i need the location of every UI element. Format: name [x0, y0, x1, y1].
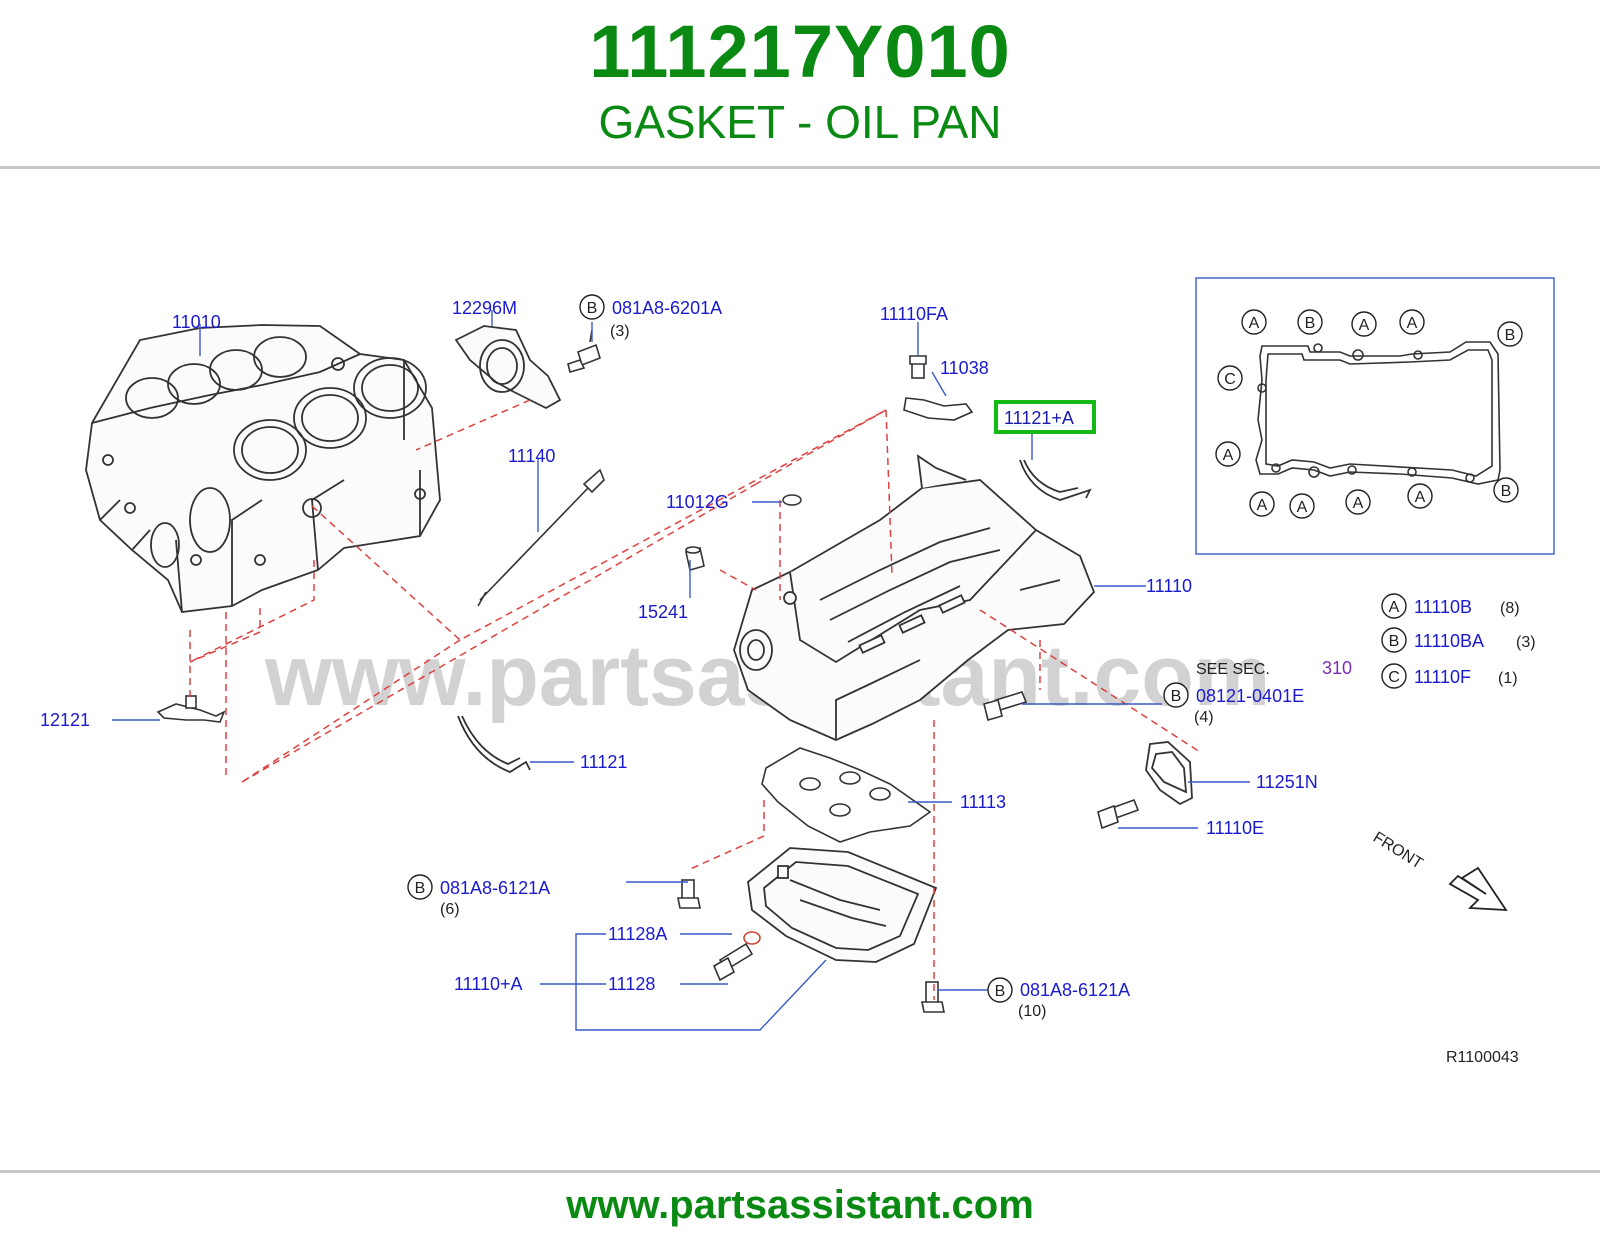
inset-markers: A B A A B C A A A A A B	[1215, 309, 1523, 519]
bolt-08121-0401E-illustration	[983, 691, 1028, 721]
front-label: FRONT	[1370, 829, 1426, 873]
cover-11251N-illustration	[1145, 741, 1193, 806]
gasket-11113-illustration	[761, 747, 932, 843]
marker-b-text: B	[587, 300, 598, 317]
label-12121[interactable]: 12121	[40, 710, 90, 730]
legend-part[interactable]: 11110BA	[1414, 631, 1484, 651]
bolt-11110E-illustration	[1097, 798, 1140, 830]
qty-081A8-6201A: (3)	[610, 323, 630, 340]
inset-marker-b: B	[1505, 327, 1516, 344]
label-11251N[interactable]: 11251N	[1256, 772, 1318, 792]
bolt-081A8-6121A-bottom-illustration	[921, 981, 945, 1013]
label-081A8-6121A[interactable]: 081A8-6121A	[440, 878, 550, 898]
inset-marker-c: C	[1224, 371, 1236, 388]
inset-marker-b: B	[1305, 315, 1316, 332]
plug-11012G-illustration	[782, 494, 802, 506]
inset-marker-a: A	[1359, 317, 1370, 334]
bolt-081A8-6201A-illustration	[567, 329, 601, 373]
dowel-15241-illustration	[685, 546, 705, 572]
label-11110A[interactable]: 11110+A	[454, 974, 523, 994]
inset-marker-a: A	[1249, 315, 1260, 332]
highlight-box	[994, 400, 1096, 434]
inset-marker-a: A	[1407, 315, 1418, 332]
label-11110[interactable]: 11110	[1146, 576, 1192, 596]
label-081A8-6121A[interactable]: 081A8-6121A	[1020, 980, 1130, 1000]
front-arrow-icon	[1448, 866, 1508, 911]
qty-08121-0401E: (4)	[1194, 709, 1214, 726]
inset-marker-a: A	[1353, 495, 1364, 512]
label-08121-0401E[interactable]: 08121-0401E	[1196, 686, 1304, 706]
marker-b-circle	[987, 977, 1013, 1003]
header-divider	[0, 166, 1600, 169]
legend-qty: (1)	[1498, 670, 1518, 687]
legend: A 11110B (8) B 11110BA (3) C 11110F (1)	[1381, 593, 1536, 689]
label-11140[interactable]: 11140	[508, 446, 555, 466]
leader-lines	[112, 310, 1250, 1031]
inset-gasket-outline	[1255, 341, 1501, 485]
label-11113[interactable]: 11113	[960, 792, 1006, 812]
label-15241[interactable]: 15241	[638, 602, 688, 622]
part-number-title: 111217Y010	[589, 10, 1011, 93]
diagram-code: R1100043	[1446, 1049, 1519, 1066]
qty-081A8-6121A: (10)	[1018, 1003, 1046, 1020]
marker-b-text: B	[995, 983, 1006, 1000]
qty-081A8-6121A: (6)	[440, 901, 460, 918]
marker-b-circle	[1163, 682, 1189, 708]
legend-key: A	[1389, 599, 1400, 616]
legend-part[interactable]: 11110B	[1414, 597, 1472, 617]
inset-marker-a: A	[1297, 499, 1308, 516]
inset-marker-a: A	[1415, 489, 1426, 506]
marker-b-text: B	[415, 880, 426, 897]
footer-url-link[interactable]: www.partsassistant.com	[566, 1183, 1034, 1227]
label-11121[interactable]: 11121	[580, 752, 627, 772]
bolt-11128-illustration	[712, 942, 754, 982]
marker-b-circle	[579, 294, 605, 320]
engine-block-illustration	[85, 324, 441, 613]
see-sec-number[interactable]: 310	[1322, 658, 1352, 678]
marker-b-circle	[407, 874, 433, 900]
label-11128[interactable]: 11128	[608, 974, 655, 994]
legend-qty: (3)	[1516, 634, 1536, 651]
washer-11128A-illustration	[743, 931, 761, 945]
baffle-11038-illustration	[903, 355, 974, 421]
label-11110FA[interactable]: 11110FA	[880, 304, 948, 324]
legend-key: B	[1389, 633, 1400, 650]
label-11121A-highlighted[interactable]: 11121+A	[1004, 408, 1074, 428]
bracket-11121-illustration	[457, 715, 531, 774]
lower-oil-pan-illustration	[747, 847, 938, 963]
inset-marker-b: B	[1501, 483, 1512, 500]
label-081A8-6201A[interactable]: 081A8-6201A	[612, 298, 722, 318]
label-11128A[interactable]: 11128A	[608, 924, 667, 944]
upper-oil-pan-illustration	[733, 454, 1096, 741]
legend-part[interactable]: 11110F	[1414, 667, 1471, 687]
assembly-dashed-lines	[189, 399, 1201, 1000]
label-12296M[interactable]: 12296M	[452, 298, 517, 318]
see-sec-text: SEE SEC.	[1196, 661, 1270, 678]
label-11012G[interactable]: 11012G	[666, 492, 729, 512]
bolt-081A8-6121A-left-illustration	[677, 879, 701, 909]
label-11038[interactable]: 11038	[940, 358, 989, 378]
marker-b-text: B	[1171, 688, 1182, 705]
bracket-11121A-illustration	[1019, 459, 1092, 501]
inset-marker-a: A	[1223, 447, 1234, 464]
footer-divider	[0, 1170, 1600, 1173]
legend-key: C	[1388, 669, 1400, 686]
rear-oil-seal-illustration	[454, 325, 562, 410]
label-11110E[interactable]: 11110E	[1206, 818, 1264, 838]
inset-marker-a: A	[1257, 497, 1268, 514]
part-name-subtitle: GASKET - OIL PAN	[598, 96, 1002, 148]
dipstick-illustration	[477, 468, 605, 607]
label-11010[interactable]: 11010	[172, 312, 221, 332]
legend-qty: (8)	[1500, 600, 1520, 617]
bracket-12121-illustration	[156, 695, 226, 723]
